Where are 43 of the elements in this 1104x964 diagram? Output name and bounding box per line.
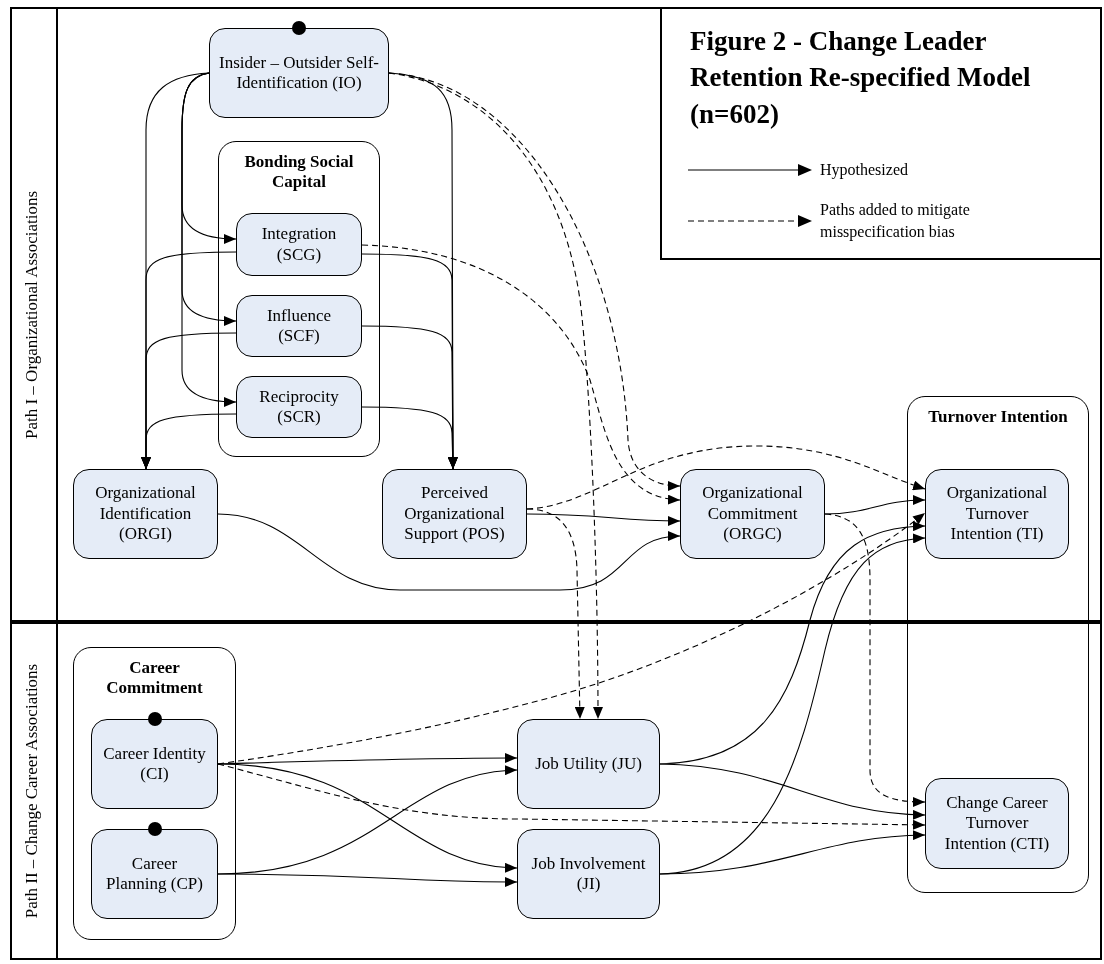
legend-label: Hypothesized — [820, 160, 908, 181]
arrow — [659, 763, 926, 820]
arrow — [659, 521, 926, 765]
dashed-arrow — [388, 72, 603, 720]
swimlane — [10, 622, 905, 960]
variable-box: Reciprocity (SCR) — [236, 376, 362, 438]
arrow — [361, 406, 458, 470]
variable-box: Influence (SCF) — [236, 295, 362, 357]
legend-label: Paths added to mitigate misspecification bias — [820, 200, 971, 243]
group-title: Career Commitment — [105, 658, 204, 699]
arrow — [217, 873, 518, 887]
arrow — [141, 413, 237, 470]
dashed-arrow — [217, 763, 926, 830]
lane-label: Path II – Change Career Associations — [22, 663, 42, 919]
variable-box: Organizational Turnover Intention (TI) — [925, 469, 1069, 559]
dashed-arrow — [388, 72, 681, 491]
dashed-arrow — [526, 445, 926, 510]
variable-box: Organizational Identification (ORGI) — [73, 469, 218, 559]
dashed-arrow — [526, 508, 585, 720]
variable-box: Career Planning (CP) — [91, 829, 218, 919]
variable-box: Change Career Turnover Intention (CTI) — [925, 778, 1069, 869]
variable-box: Career Identity (CI) — [91, 719, 218, 809]
variable-box: Integration (SCG) — [236, 213, 362, 276]
variable-box: Organizational Commitment (ORGC) — [680, 469, 825, 559]
group-title: Turnover Intention — [927, 407, 1069, 428]
dashed-arrow — [361, 244, 681, 504]
variable-box: Job Involvement (JI) — [517, 829, 660, 919]
variable-box: Insider – Outsider Self-Identification (IO) — [209, 28, 389, 118]
group-box — [218, 141, 380, 457]
arrow — [824, 495, 926, 515]
group-box — [907, 396, 1089, 893]
arrow — [217, 513, 681, 591]
dashed-arrow — [824, 513, 926, 807]
figure-title: Figure 2 - Change Leader Retention Re-specified Model (n=602) — [690, 25, 1032, 131]
dashed-arrow — [217, 512, 926, 765]
arrow — [526, 513, 681, 526]
arrow — [181, 72, 237, 407]
arrow — [659, 830, 926, 875]
variable-box: Perceived Organizational Support (POS) — [382, 469, 527, 559]
variable-box: Job Utility (JU) — [517, 719, 660, 809]
lane-label: Path I – Organizational Associations — [22, 190, 42, 439]
group-box — [73, 647, 236, 940]
group-title: Bonding Social Capital — [243, 152, 355, 193]
